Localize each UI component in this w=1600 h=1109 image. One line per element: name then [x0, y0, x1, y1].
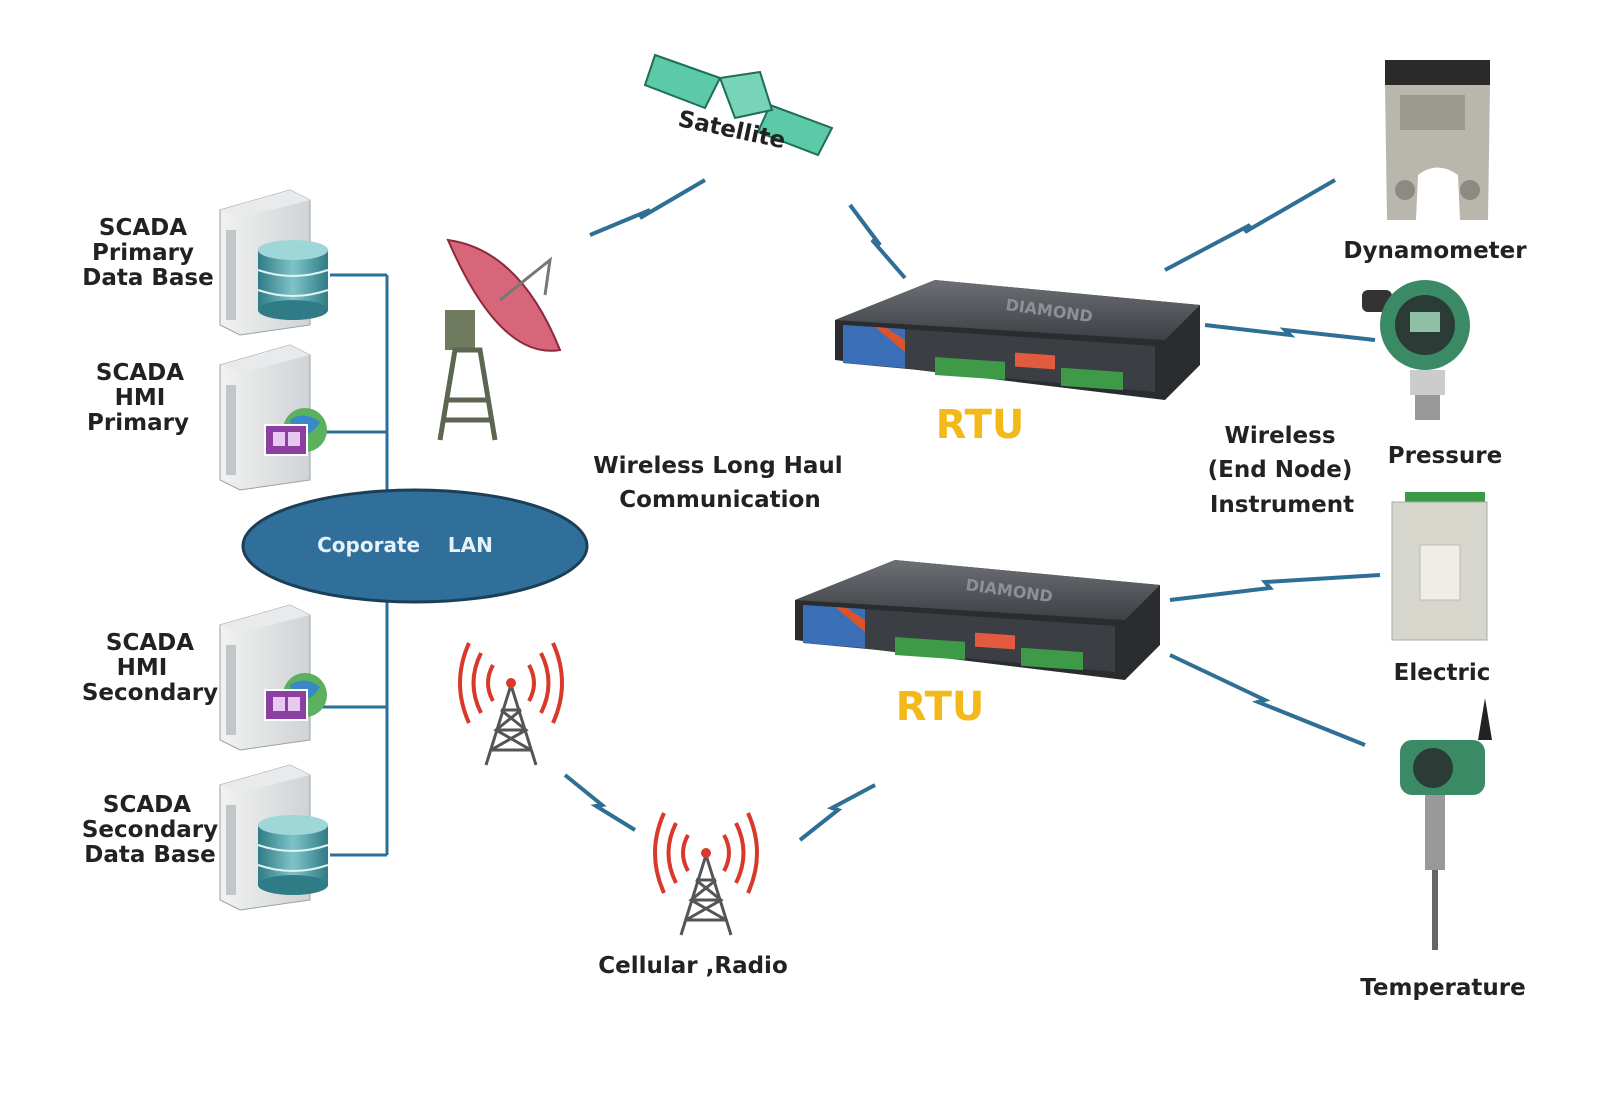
rtu-device-icon: [835, 280, 1200, 400]
temperature-label: Temperature: [1360, 975, 1525, 1001]
cell-tower-icon: [458, 641, 564, 767]
pressure-transmitter-icon: [1362, 280, 1470, 420]
temperature-transmitter-icon: [1400, 698, 1492, 950]
electric: Electric: [1391, 492, 1491, 686]
database-icon: [257, 814, 329, 896]
link-rtu-dynamometer: [1164, 178, 1337, 272]
electric-meter-icon: [1391, 492, 1488, 641]
link-satellite-rtu: [848, 203, 907, 280]
link-rtu-pressure: [1204, 323, 1376, 342]
rtu-1: RTU: [835, 280, 1200, 448]
dynamometer-icon: [1385, 60, 1490, 220]
cell-tower-1: [458, 641, 564, 767]
cellular-label: Cellular ,Radio: [598, 953, 788, 979]
wireless-links: [563, 178, 1381, 842]
corporate-lan: Coporate LAN: [241, 488, 589, 604]
pressure: Pressure: [1362, 280, 1502, 469]
pressure-label: Pressure: [1388, 443, 1503, 469]
rtu-label: RTU: [936, 402, 1025, 448]
satellite-icon: Satellite: [643, 53, 834, 157]
link-tower-tower: [563, 773, 637, 832]
satellite-dish-icon: [437, 238, 562, 441]
database-icon: [257, 239, 329, 321]
rtu-label: RTU: [896, 684, 985, 730]
link-rtu-temperature: [1169, 653, 1366, 747]
rtu-device-icon: [795, 560, 1160, 680]
electric-label: Electric: [1394, 660, 1491, 686]
temperature: Temperature: [1360, 698, 1526, 1001]
rtu-2: RTU: [795, 560, 1160, 730]
link-tower-rtu: [798, 783, 876, 842]
lan-label: Coporate LAN: [317, 533, 493, 557]
link-rtu-electric: [1169, 573, 1381, 602]
dynamometer: Dynamometer: [1343, 60, 1527, 264]
end-node-label: Wireless(End Node)Instrument: [1208, 423, 1354, 518]
cell-tower-icon: [653, 811, 759, 937]
link-dish-satellite: [589, 178, 707, 237]
dynamometer-label: Dynamometer: [1343, 238, 1527, 264]
cell-tower-2: [653, 811, 759, 937]
